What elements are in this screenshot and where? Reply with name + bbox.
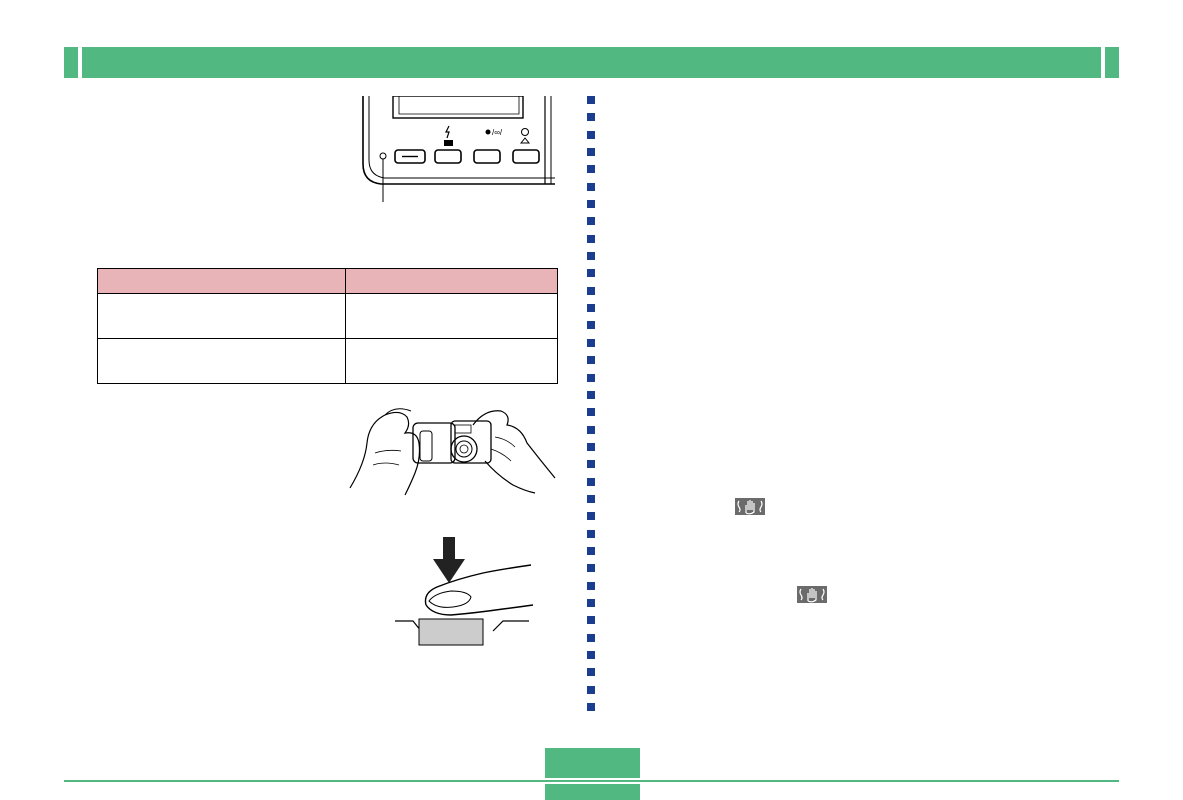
table-row	[97, 338, 558, 384]
finger-press-shutter-figure	[393, 535, 538, 647]
hand-shake-icon	[735, 498, 765, 515]
table-row	[97, 293, 558, 339]
hand-shake-icon	[797, 586, 827, 603]
table-header-cell	[345, 268, 558, 294]
table-cell	[97, 338, 346, 384]
header-bar-right-segment	[1105, 47, 1119, 78]
column-divider	[587, 96, 596, 720]
header-bar	[64, 47, 1119, 78]
camera-back-buttons-figure: /∞/	[355, 96, 560, 206]
table-header-row	[97, 268, 558, 294]
table-cell	[345, 338, 558, 384]
page-tab-upper	[545, 748, 640, 778]
header-bar-main-segment	[82, 47, 1101, 78]
table-cell	[97, 293, 346, 339]
hands-holding-camera-figure	[345, 403, 560, 498]
page-tab-lower	[545, 784, 640, 800]
svg-text:/∞/: /∞/	[492, 128, 503, 137]
page-number-tab	[545, 748, 640, 800]
header-bar-left-segment	[64, 47, 78, 78]
table-header-cell	[97, 268, 346, 294]
indicator-table	[97, 268, 558, 384]
table-cell	[345, 293, 558, 339]
footer-rule	[64, 780, 1119, 782]
